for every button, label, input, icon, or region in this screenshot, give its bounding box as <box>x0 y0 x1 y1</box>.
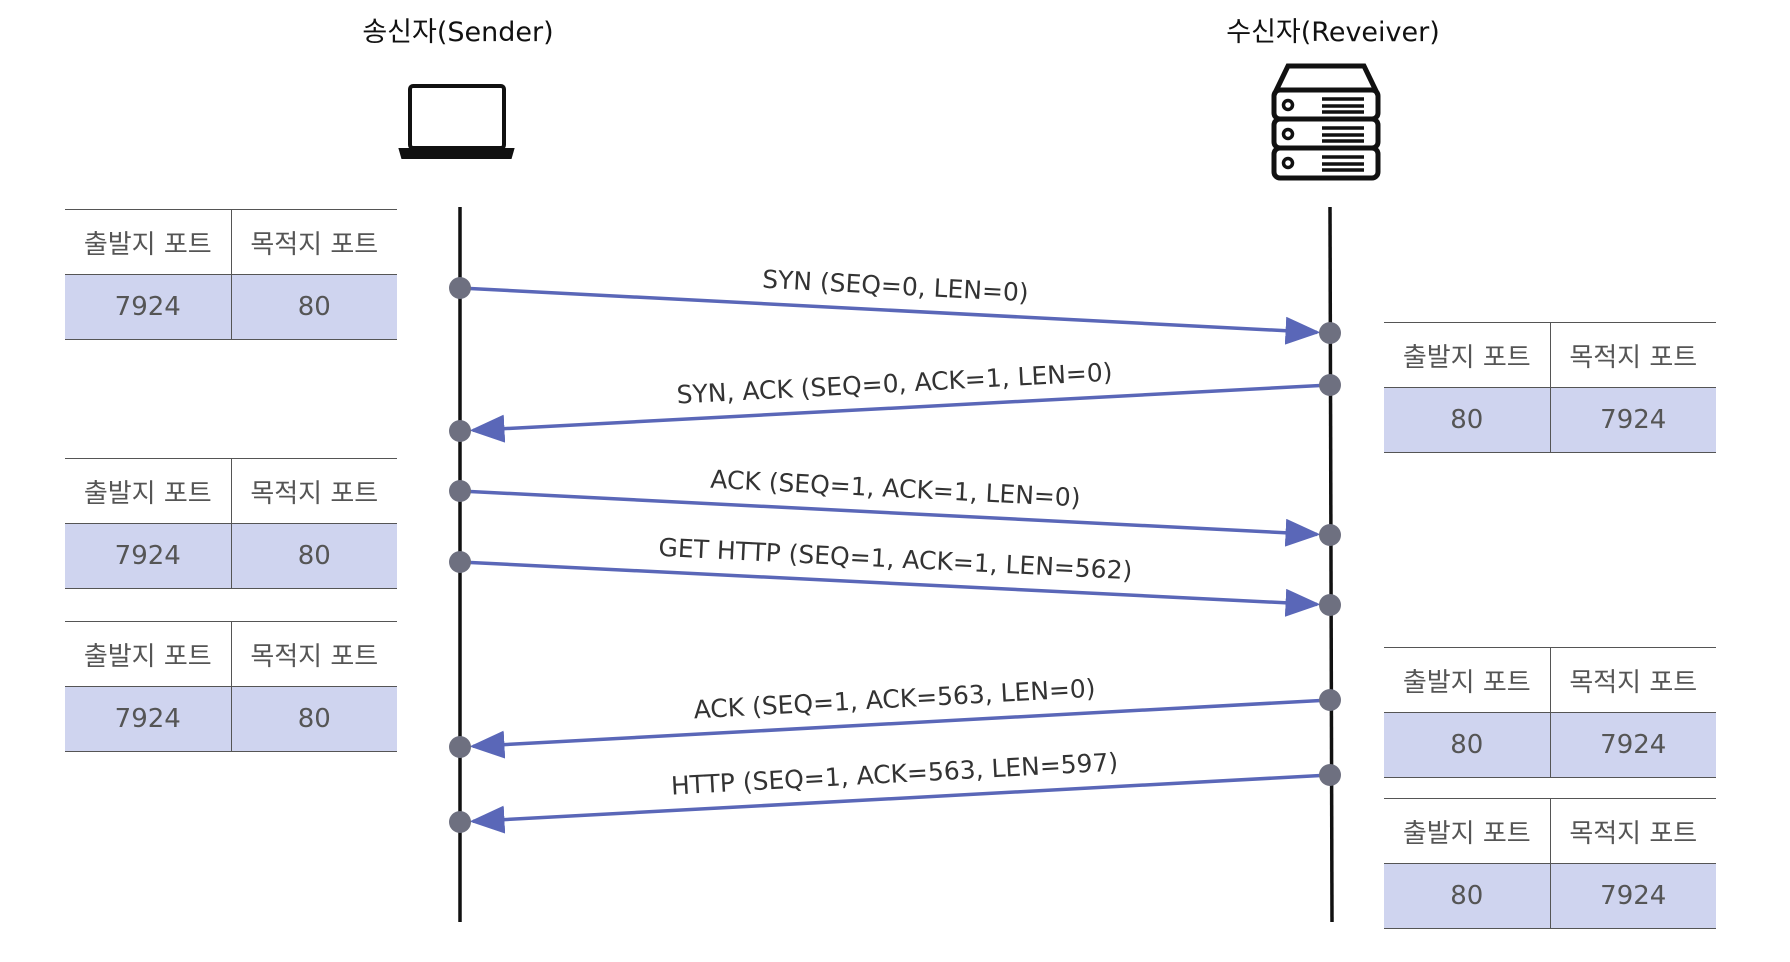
receiver-title: 수신자(Reveiver) <box>1226 17 1440 48</box>
destination-port-value: 80 <box>230 686 397 752</box>
source-port-header: 출발지 포트 <box>1384 647 1550 713</box>
message-endpoint-node <box>449 420 471 442</box>
message-endpoint-node <box>449 736 471 758</box>
destination-port-header: 목적지 포트 <box>1549 798 1716 864</box>
source-port-value: 80 <box>1384 863 1550 929</box>
message-endpoint-node <box>1319 689 1341 711</box>
destination-port-header: 목적지 포트 <box>1549 647 1716 713</box>
message-label: SYN (SEQ=0, LEN=0) <box>762 265 1030 308</box>
message-arrow <box>459 286 1321 345</box>
message-arrow <box>469 698 1331 759</box>
message-arrow <box>469 773 1331 834</box>
source-port-header: 출발지 포트 <box>1384 322 1550 388</box>
message-endpoint-node <box>1319 524 1341 546</box>
destination-port-value: 80 <box>230 274 397 340</box>
message-endpoint-node <box>1319 594 1341 616</box>
source-port-value: 7924 <box>65 523 231 589</box>
message-arrow <box>459 560 1321 617</box>
destination-port-header: 목적지 포트 <box>230 209 397 275</box>
destination-port-value: 7924 <box>1549 863 1716 929</box>
server-icon <box>1271 63 1381 181</box>
message-endpoint-node <box>449 277 471 299</box>
sender-title: 송신자(Sender) <box>362 17 554 48</box>
destination-port-header: 목적지 포트 <box>230 458 397 524</box>
laptop-icon <box>398 84 515 159</box>
message-endpoint-node <box>1319 764 1341 786</box>
source-port-value: 80 <box>1384 387 1550 453</box>
source-port-value: 7924 <box>65 686 231 752</box>
message-endpoint-node <box>1319 374 1341 396</box>
destination-port-value: 80 <box>230 523 397 589</box>
message-endpoint-node <box>449 811 471 833</box>
message-label: HTTP (SEQ=1, ACK=563, LEN=597) <box>670 747 1119 800</box>
source-port-header: 출발지 포트 <box>65 209 231 275</box>
receiver-lifeline <box>1328 206 1334 923</box>
message-endpoint-node <box>449 480 471 502</box>
source-port-header: 출발지 포트 <box>65 458 231 524</box>
source-port-header: 출발지 포트 <box>1384 798 1550 864</box>
message-label: GET HTTP (SEQ=1, ACK=1, LEN=562) <box>658 533 1133 585</box>
destination-port-header: 목적지 포트 <box>230 621 397 687</box>
destination-port-value: 7924 <box>1549 712 1716 778</box>
destination-port-value: 7924 <box>1549 387 1716 453</box>
destination-port-header: 목적지 포트 <box>1549 322 1716 388</box>
message-endpoint-node <box>1319 322 1341 344</box>
message-label: SYN, ACK (SEQ=0, ACK=1, LEN=0) <box>676 358 1113 410</box>
source-port-value: 7924 <box>65 274 231 340</box>
source-port-header: 출발지 포트 <box>65 621 231 687</box>
message-endpoint-node <box>449 551 471 573</box>
source-port-value: 80 <box>1384 712 1550 778</box>
message-arrow <box>469 383 1331 443</box>
message-arrow <box>459 489 1321 547</box>
